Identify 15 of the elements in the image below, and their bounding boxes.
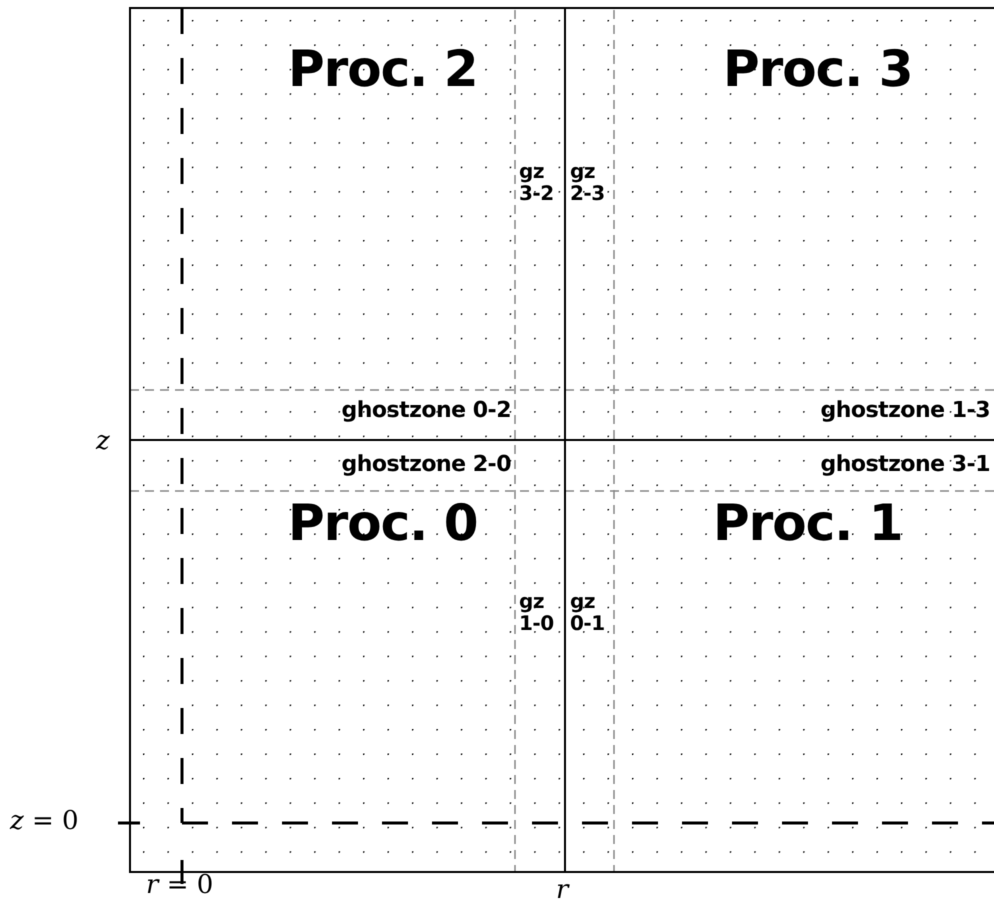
ghostzone-label: gz 1-0	[519, 590, 555, 634]
ghostzone-label: gz 0-1	[570, 590, 606, 634]
axis-label: z = 0	[10, 808, 79, 834]
processor-label: Proc. 2	[288, 44, 478, 94]
ghostzone-label: ghostzone 3-1	[820, 454, 990, 476]
processor-label: Proc. 3	[723, 44, 912, 94]
axis-label: z	[96, 428, 110, 454]
ghostzone-label: ghostzone 2-0	[341, 454, 511, 476]
processor-label: Proc. 0	[288, 498, 478, 548]
ghostzone-label: gz 2-3	[570, 160, 606, 204]
processor-label: Proc. 1	[713, 498, 902, 548]
axis-label: r	[556, 877, 568, 903]
ghostzone-label: ghostzone 0-2	[341, 400, 511, 422]
ghostzone-label: ghostzone 1-3	[820, 400, 990, 422]
ghostzone-label: gz 3-2	[519, 160, 555, 204]
